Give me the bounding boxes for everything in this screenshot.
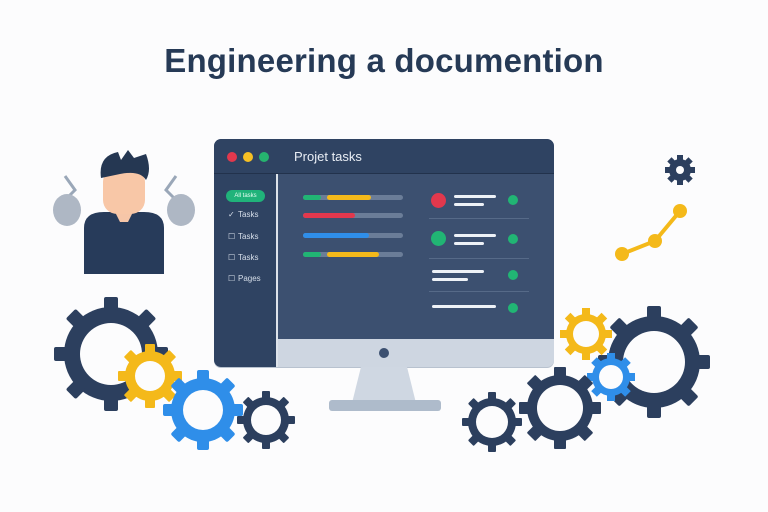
- sidebar-item-tasks-1[interactable]: ✓Tasks: [228, 210, 258, 219]
- text-line: [432, 278, 468, 281]
- check-badge-icon[interactable]: [508, 303, 518, 313]
- sidebar-item-label: Tasks: [238, 210, 259, 219]
- text-line: [454, 203, 484, 206]
- window-titlebar: Projet tasks: [214, 139, 554, 174]
- engineer-face: [103, 168, 145, 214]
- sidebar: All tasks ✓Tasks ☐Tasks ☐Tasks ☐Pages: [214, 174, 278, 367]
- close-window-button[interactable]: [227, 152, 237, 162]
- sidebar-item-tasks-2[interactable]: ☐Tasks: [228, 232, 258, 241]
- divider: [429, 258, 529, 259]
- page-title: Engineering a documention: [164, 42, 604, 79]
- engineer-hair: [100, 150, 149, 180]
- gear-icon: [118, 344, 182, 408]
- checkmark-icon: ✓: [228, 210, 235, 219]
- task-progress-green: [303, 195, 321, 200]
- text-line: [432, 305, 496, 308]
- checkbox-icon: ☐: [228, 232, 236, 241]
- task-progress-yellow: [327, 195, 371, 200]
- engineer-avatar: [53, 150, 195, 274]
- gear-icon: [462, 392, 522, 452]
- text-line: [432, 270, 484, 273]
- monitor-base: [329, 400, 441, 411]
- sidebar-item-all-tasks[interactable]: All tasks: [226, 190, 265, 202]
- text-line: [454, 195, 496, 198]
- gear-icon: [598, 306, 710, 418]
- text-line: [454, 242, 484, 245]
- text-line: [454, 234, 496, 237]
- sidebar-item-pages[interactable]: ☐Pages: [228, 274, 261, 283]
- signal-right-icon: [164, 175, 178, 202]
- line-chart-icon: [615, 204, 687, 261]
- app-window: Projet tasks All tasks ✓Tasks ☐Tasks ☐Ta…: [214, 139, 554, 367]
- divider: [429, 291, 529, 292]
- checkbox-icon: ☐: [228, 253, 236, 262]
- gear-icon: [560, 308, 612, 360]
- sidebar-item-tasks-3[interactable]: ☐Tasks: [228, 253, 258, 262]
- power-button: [379, 348, 389, 358]
- task-progress-green: [303, 252, 321, 257]
- task-progress-yellow: [327, 252, 379, 257]
- status-dot-red: [431, 193, 446, 208]
- maximize-window-button[interactable]: [259, 152, 269, 162]
- gear-icon: [665, 155, 695, 185]
- gear-icon: [587, 353, 635, 401]
- minimize-window-button[interactable]: [243, 152, 253, 162]
- gear-icon: [519, 367, 601, 449]
- sidebar-item-label: Pages: [238, 274, 261, 283]
- monitor: Projet tasks All tasks ✓Tasks ☐Tasks ☐Ta…: [214, 139, 554, 367]
- headphone-left-icon: [53, 194, 81, 226]
- sidebar-item-label: Tasks: [238, 253, 259, 262]
- headphone-right-icon: [167, 194, 195, 226]
- engineer-body: [84, 212, 164, 274]
- window-title: Projet tasks: [294, 149, 362, 164]
- divider: [429, 218, 529, 219]
- check-badge-icon[interactable]: [508, 195, 518, 205]
- gear-icon: [237, 391, 295, 449]
- gear-icon: [163, 370, 243, 450]
- check-badge-icon[interactable]: [508, 234, 518, 244]
- sidebar-item-label: Tasks: [238, 232, 259, 241]
- task-progress-red: [303, 213, 355, 218]
- checkbox-icon: ☐: [228, 274, 236, 283]
- check-badge-icon[interactable]: [508, 270, 518, 280]
- task-progress-blue: [303, 233, 369, 238]
- status-dot-green: [431, 231, 446, 246]
- monitor-stand: [352, 367, 416, 403]
